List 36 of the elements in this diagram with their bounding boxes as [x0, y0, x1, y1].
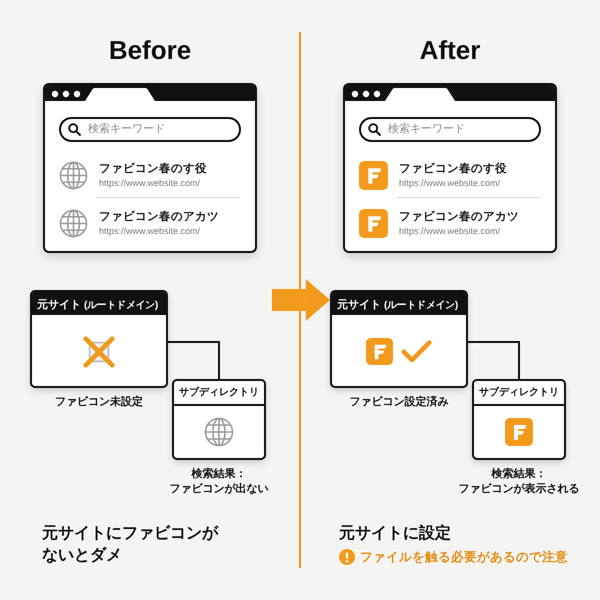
summary-text: 元サイトに設定: [339, 523, 451, 544]
column-heading: Before: [108, 35, 192, 65]
directory-box: [472, 379, 566, 460]
summary-text: 元サイトにファビコンがないとダメ: [42, 524, 220, 566]
browser-window: [343, 83, 557, 253]
directory-box: [172, 379, 266, 460]
url-text: https://www.website.com/: [399, 177, 500, 189]
connector-line: [468, 341, 520, 379]
search-field: 検索キーワード: [59, 117, 241, 142]
node-caption: ファビコン設定済み: [350, 395, 448, 409]
node-caption: ファビコン未設定: [55, 395, 143, 409]
url-text: https://www.website.com/: [99, 177, 200, 189]
site-box: [330, 290, 468, 388]
warning-text: ファイルを触る必要があるので注意: [360, 549, 568, 565]
node-caption: 検索結果：: [492, 467, 546, 481]
result-title: ファビコン春のす役: [399, 162, 507, 177]
connector-line: [168, 341, 220, 379]
result-title: ファビコン春のアカツ: [99, 210, 219, 225]
result-title: ファビコン春のす役: [99, 162, 207, 177]
box-title: サブディレクトリ: [474, 381, 564, 406]
arrow: [272, 279, 330, 321]
node-caption: 検索結果：: [192, 467, 246, 481]
search-field: 検索キーワード: [359, 117, 541, 142]
url-text: https://www.website.com/: [99, 225, 200, 237]
box-subtitle: (ルートドメイン): [384, 300, 458, 311]
column-heading: After: [420, 35, 480, 65]
site-box: [30, 290, 168, 388]
box-subtitle: (ルートドメイン): [84, 300, 158, 311]
url-text: https://www.website.com/: [399, 225, 500, 237]
browser-window: [43, 83, 257, 253]
node-caption: ファビコンが出ない: [170, 482, 268, 496]
box-title: 元サイト: [37, 299, 81, 311]
box-title: サブディレクトリ: [174, 381, 264, 406]
result-title: ファビコン春のアカツ: [399, 210, 519, 225]
node-caption: ファビコンが表示される: [458, 482, 580, 496]
box-title: 元サイト: [337, 299, 381, 311]
